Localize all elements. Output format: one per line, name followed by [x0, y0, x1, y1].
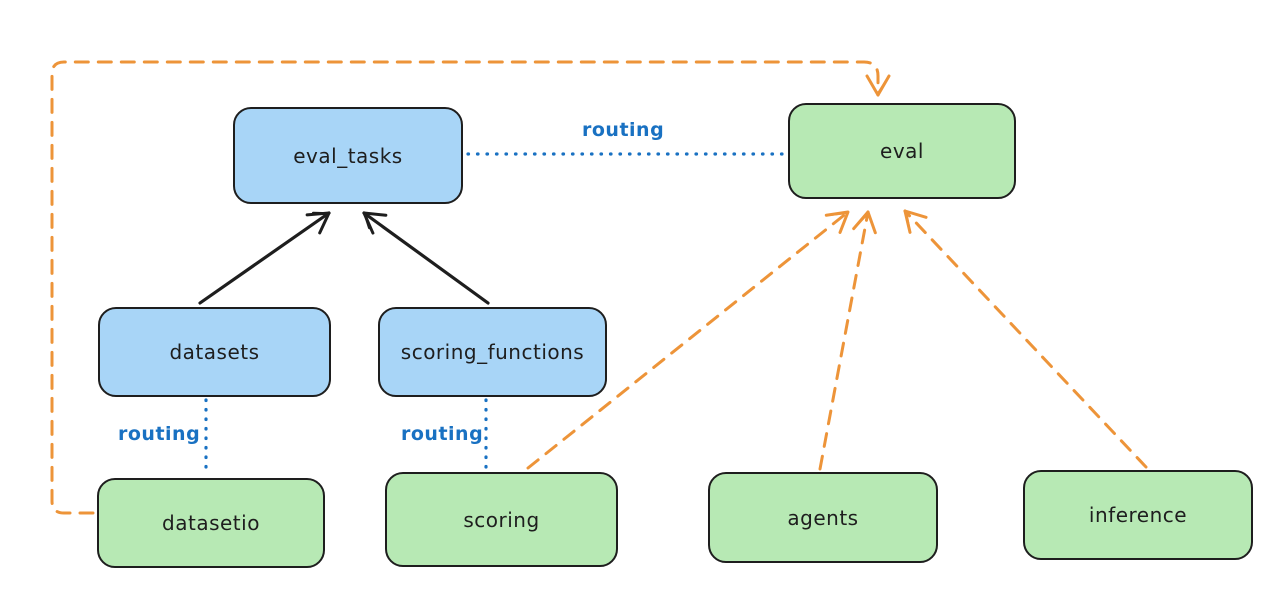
edge-agents-to-eval — [818, 210, 877, 471]
node-eval: eval — [788, 103, 1016, 199]
node-agents-label: agents — [787, 505, 859, 530]
node-inference: inference — [1023, 470, 1253, 560]
edge-inference-to-eval — [903, 209, 1148, 469]
node-scoring-functions: scoring_functions — [378, 307, 607, 397]
edge-scoring-to-eval — [526, 210, 850, 470]
edge-datasetio-to-eval — [50, 60, 891, 515]
node-eval-label: eval — [880, 139, 924, 163]
edge-label-routing-datasetio: routing — [118, 423, 201, 445]
node-datasetio: datasetio — [97, 478, 325, 568]
edge-scoring-functions-to-eval-tasks — [362, 211, 490, 305]
node-agents: agents — [708, 472, 938, 563]
node-scoring-functions-label: scoring_functions — [400, 340, 585, 364]
node-eval-tasks-label: eval_tasks — [293, 143, 403, 168]
edge-label-routing-scoring: routing — [401, 423, 484, 445]
node-datasets: datasets — [98, 307, 331, 397]
edge-datasets-to-eval-tasks — [198, 211, 331, 305]
node-datasetio-label: datasetio — [162, 511, 260, 535]
node-datasets-label: datasets — [169, 340, 260, 364]
node-inference-label: inference — [1088, 503, 1188, 527]
node-eval-tasks: eval_tasks — [233, 107, 463, 204]
edge-label-routing-top: routing — [582, 119, 665, 141]
node-scoring: scoring — [385, 472, 618, 567]
node-scoring-label: scoring — [463, 507, 540, 532]
